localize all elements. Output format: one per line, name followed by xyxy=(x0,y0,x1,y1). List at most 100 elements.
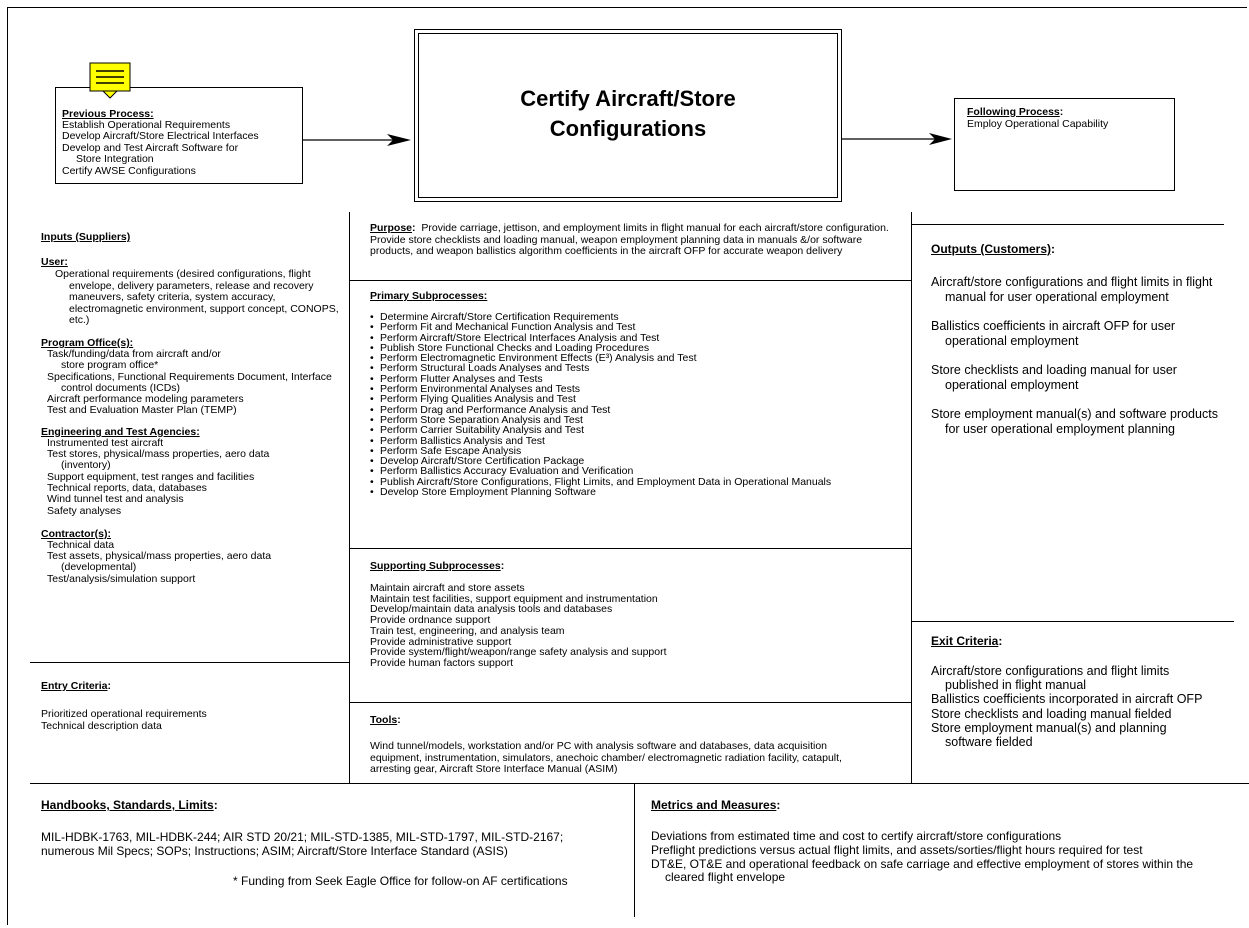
title-box-inner: Certify Aircraft/Store Configurations xyxy=(418,33,838,198)
list-item: Support equipment, test ranges and facil… xyxy=(47,470,255,483)
metrics-section: Metrics and Measures: Deviations from es… xyxy=(651,798,1246,885)
list-item: Publish Aircraft/Store Configurations, F… xyxy=(370,476,910,487)
divider xyxy=(349,702,911,703)
previous-item: Certify AWSE Configurations xyxy=(62,164,196,177)
list-item: Provide ordnance support xyxy=(370,614,491,627)
engineering-list: Instrumented test aircraft Test stores, … xyxy=(41,436,321,517)
list-item: Maintain test facilities, support equipm… xyxy=(370,592,658,605)
list-item: Prioritized operational requirements xyxy=(41,708,207,720)
previous-process-list: Establish Operational Requirements Devel… xyxy=(62,119,302,177)
previous-process-heading: Previous Process: xyxy=(62,108,154,120)
list-item: Perform Environmental Analyses and Tests xyxy=(370,384,910,395)
primary-subprocesses-heading: Primary Subprocesses: xyxy=(370,290,488,302)
list-item: Provide system/flight/weapon/range safet… xyxy=(370,646,667,659)
inputs-section: Inputs (Suppliers) User: Operational req… xyxy=(41,230,341,585)
list-item: Perform Flutter Analyses and Tests xyxy=(370,373,910,384)
list-item: Perform Safe Escape Analysis xyxy=(370,445,910,456)
list-item: Determine Aircraft/Store Certification R… xyxy=(370,312,910,323)
outputs-heading: Outputs (Customers): xyxy=(931,242,1055,256)
list-item: Wind tunnel test and analysis xyxy=(47,493,184,506)
list-item: Develop Aircraft/Store Certification Pac… xyxy=(370,456,910,467)
list-item: Perform Store Separation Analysis and Te… xyxy=(370,415,910,426)
list-item: Test and Evaluation Master Plan (TEMP) xyxy=(47,404,237,417)
funding-footnote: * Funding from Seek Eagle Office for fol… xyxy=(233,874,568,888)
divider xyxy=(30,783,1249,784)
previous-process-box: Previous Process: Establish Operational … xyxy=(55,87,303,184)
list-item: Instrumented test aircraft xyxy=(47,436,164,449)
list-item: Technical reports, data, databases xyxy=(47,481,207,494)
list-item: Task/funding/data from aircraft and/or s… xyxy=(47,347,221,372)
list-item: Technical data xyxy=(47,538,115,551)
supporting-subprocesses-heading: Supporting Subprocesses: xyxy=(370,560,505,572)
list-item: Perform Drag and Performance Analysis an… xyxy=(370,404,910,415)
page-title: Certify Aircraft/Store xyxy=(520,86,736,111)
following-process-heading: Following Process: xyxy=(967,106,1064,118)
divider xyxy=(634,783,635,917)
outputs-section: Outputs (Customers): Aircraft/store conf… xyxy=(931,242,1231,451)
exit-criteria-section: Exit Criteria: Aircraft/store configurat… xyxy=(931,634,1241,749)
output-item: Store checklists and loading manual for … xyxy=(931,363,1177,392)
list-item: Perform Aircraft/Store Electrical Interf… xyxy=(370,332,910,343)
divider xyxy=(349,548,911,549)
list-item: Perform Carrier Suitability Analysis and… xyxy=(370,425,910,436)
contractor-heading: Contractor(s): xyxy=(41,527,111,540)
primary-subprocesses-section: Primary Subprocesses: Determine Aircraft… xyxy=(370,290,910,497)
list-item: Publish Store Functional Checks and Load… xyxy=(370,342,910,353)
list-item: Perform Ballistics Accuracy Evaluation a… xyxy=(370,466,910,477)
list-item: Safety analyses xyxy=(47,504,122,517)
page-title-line2: Configurations xyxy=(549,116,707,141)
handbooks-heading: Handbooks, Standards, Limits: xyxy=(41,798,218,812)
list-item: Train test, engineering, and analysis te… xyxy=(370,624,565,637)
sticky-note-icon[interactable] xyxy=(89,62,133,102)
engineering-heading: Engineering and Test Agencies: xyxy=(41,425,200,438)
list-item: Store checklists and loading manual fiel… xyxy=(931,706,1172,721)
contractor-list: Technical data Test assets, physical/mas… xyxy=(41,538,321,585)
tools-heading: Tools: xyxy=(370,714,401,726)
divider xyxy=(911,621,1234,622)
list-item: Deviations from estimated time and cost … xyxy=(651,829,1062,843)
list-item: Aircraft performance modeling parameters xyxy=(47,393,244,406)
list-item: Test stores, physical/mass properties, a… xyxy=(47,448,270,472)
divider xyxy=(30,662,349,663)
metrics-heading: Metrics and Measures: xyxy=(651,798,781,812)
list-item: DT&E, OT&E and operational feedback on s… xyxy=(651,856,1194,885)
arrow-right-icon xyxy=(303,132,413,148)
divider xyxy=(911,224,1224,225)
divider xyxy=(911,212,912,783)
list-item: Perform Structural Loads Analyses and Te… xyxy=(370,363,910,374)
page-frame xyxy=(7,7,1247,925)
user-heading: User: xyxy=(41,256,68,268)
output-item: Aircraft/store configurations and flight… xyxy=(931,275,1213,304)
purpose-section: Purpose: Provide carriage, jettison, and… xyxy=(370,222,890,258)
list-item: Perform Ballistics Analysis and Test xyxy=(370,435,910,446)
previous-item: Store Integration xyxy=(76,153,154,166)
list-item: Test assets, physical/mass properties, a… xyxy=(47,550,272,574)
list-item: Test/analysis/simulation support xyxy=(47,572,196,585)
exit-criteria-heading: Exit Criteria: xyxy=(931,634,1003,648)
list-item: Technical description data xyxy=(41,719,162,732)
entry-criteria-list: Prioritized operational requirements Tec… xyxy=(41,708,341,732)
list-item: Provide human factors support xyxy=(370,656,513,669)
tools-text: Wind tunnel/models, workstation and/or P… xyxy=(370,740,842,776)
list-item: Specifications, Functional Requirements … xyxy=(47,370,332,394)
program-office-heading: Program Office(s): xyxy=(41,336,134,349)
list-item: Preflight predictions versus actual flig… xyxy=(651,842,1143,857)
list-item: Ballistics coefficients incorporated in … xyxy=(931,692,1203,707)
following-item: Employ Operational Capability xyxy=(967,118,1109,130)
list-item: Perform Fit and Mechanical Function Anal… xyxy=(370,322,910,333)
metrics-list: Deviations from estimated time and cost … xyxy=(651,829,1246,885)
list-item: Provide administrative support xyxy=(370,635,512,648)
list-item: Develop Store Employment Planning Softwa… xyxy=(370,487,910,498)
list-item: Maintain aircraft and store assets xyxy=(370,582,525,594)
purpose-text: Purpose: Provide carriage, jettison, and… xyxy=(370,222,889,258)
supporting-subprocesses-list: Maintain aircraft and store assets Maint… xyxy=(370,583,900,669)
program-office-list: Task/funding/data from aircraft and/or s… xyxy=(41,347,341,417)
handbooks-text: MIL-HDBK-1763, MIL-HDBK-244; AIR STD 20/… xyxy=(41,830,564,858)
output-item: Store employment manual(s) and software … xyxy=(931,407,1218,436)
divider xyxy=(349,212,350,783)
list-item: Perform Electromagnetic Environment Effe… xyxy=(370,353,910,364)
title-box: Certify Aircraft/Store Configurations xyxy=(414,29,842,202)
previous-item: Develop Aircraft/Store Electrical Interf… xyxy=(62,130,259,143)
list-item: Perform Flying Qualities Analysis and Te… xyxy=(370,394,910,405)
arrow-right-icon xyxy=(842,131,954,147)
